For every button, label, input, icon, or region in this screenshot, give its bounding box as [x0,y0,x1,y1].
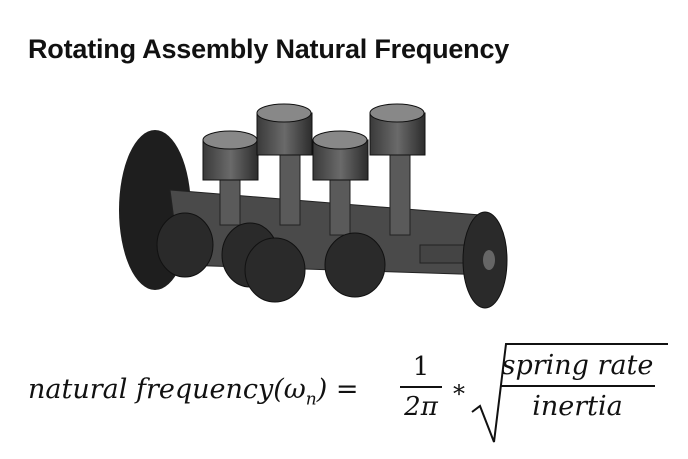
square-root-icon [471,343,668,443]
counterweight [324,232,386,298]
radicand-fraction: spring rate inertia [500,350,655,422]
fraction-one-over-two-pi: 1 2π [400,352,442,422]
counterweight [156,212,214,278]
natural-frequency-formula: natural frequency(ωn) = 1 2π * spring ra… [28,340,678,450]
radicand-denominator: inertia [532,391,623,422]
multiply-operator: * [453,380,465,408]
fraction-bar [400,386,442,388]
fraction-numerator: 1 [412,352,430,382]
radicand-numerator: spring rate [501,350,654,381]
slide-title: Rotating Assembly Natural Frequency [28,34,510,64]
formula-lhs: natural frequency(ω [28,374,306,405]
radicand-fraction-bar [500,385,655,387]
fraction-denominator: 2π [404,392,438,422]
crankshaft-piston-assembly-illustration [119,103,508,309]
formula-subscript: n [305,389,317,410]
counterweight [244,237,306,303]
formula-equals: ) = [316,374,359,405]
